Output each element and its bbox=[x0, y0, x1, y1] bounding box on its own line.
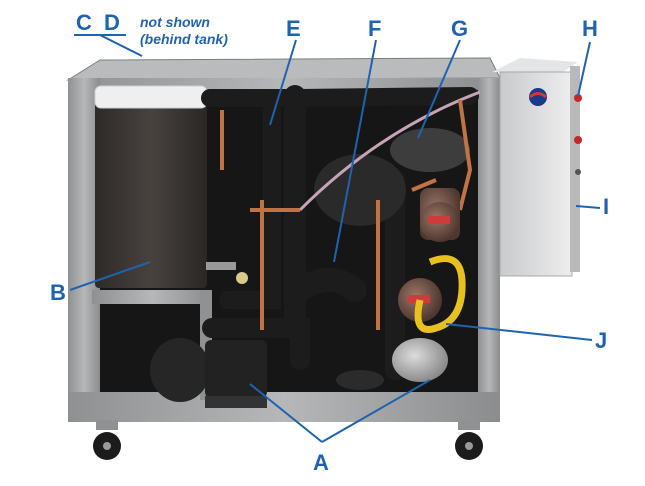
tank-cap bbox=[94, 85, 208, 109]
tank bbox=[94, 85, 248, 288]
frame-right-post bbox=[478, 78, 500, 408]
frame-left-post bbox=[68, 78, 100, 408]
leader-cd bbox=[99, 34, 143, 57]
pipe-evaporator bbox=[288, 268, 367, 302]
tank-body bbox=[95, 92, 207, 288]
leader-i bbox=[575, 205, 601, 209]
copper-line-5 bbox=[458, 99, 473, 211]
leader-lines bbox=[69, 34, 601, 443]
caster-hub-left bbox=[103, 442, 111, 450]
brand-logo-stripe bbox=[529, 92, 547, 99]
refrigerant-line-pink bbox=[298, 90, 481, 212]
leader-g bbox=[417, 39, 461, 139]
frame-bottom-beam bbox=[68, 392, 500, 422]
condenser-coil bbox=[390, 128, 470, 172]
compressor-body bbox=[314, 154, 406, 226]
label-a: A bbox=[313, 450, 329, 475]
pump-housing-right bbox=[392, 338, 448, 382]
motor-body bbox=[205, 340, 267, 398]
leader-a-right bbox=[321, 379, 431, 443]
pipe-left-loop bbox=[219, 101, 281, 309]
frame-lower-divider bbox=[92, 290, 212, 304]
motor-left bbox=[150, 338, 210, 402]
leader-b bbox=[69, 261, 151, 291]
panel-switch-2 bbox=[574, 136, 582, 144]
pipe-lower-elbow bbox=[202, 318, 310, 370]
tank-gauge bbox=[236, 272, 248, 284]
panel-front bbox=[499, 71, 573, 277]
label-c: C bbox=[76, 10, 92, 35]
panel-switch-3 bbox=[575, 169, 581, 175]
leader-h bbox=[577, 41, 591, 97]
leader-f bbox=[333, 39, 377, 263]
note-line-2: (behind tank) bbox=[140, 31, 228, 47]
copper-line-6 bbox=[411, 178, 437, 192]
label-j: J bbox=[595, 328, 608, 353]
caster-mount-right bbox=[458, 420, 480, 430]
leader-j bbox=[445, 323, 593, 341]
panel-switch-1 bbox=[574, 94, 582, 102]
tank-sightglass bbox=[206, 262, 236, 270]
label-f: F bbox=[368, 16, 382, 41]
motor-assembly bbox=[150, 338, 448, 408]
note-line-1: not shown bbox=[140, 14, 210, 30]
yellow-hose bbox=[414, 255, 466, 333]
pump-nameplate bbox=[428, 216, 450, 224]
pumps bbox=[398, 188, 460, 322]
panel-side bbox=[570, 66, 580, 272]
motor-base bbox=[205, 396, 267, 408]
insulated-pipes bbox=[201, 85, 479, 380]
leader-e bbox=[269, 39, 297, 126]
label-i: I bbox=[603, 194, 610, 219]
copper-lines bbox=[220, 99, 473, 330]
control-panel bbox=[492, 58, 582, 277]
brand-logo-icon bbox=[529, 88, 547, 106]
caster-hub-right bbox=[465, 442, 473, 450]
label-b: B bbox=[50, 280, 66, 305]
lower-pump-nameplate bbox=[408, 295, 430, 303]
pump-bottom bbox=[336, 370, 384, 390]
casters bbox=[93, 420, 483, 460]
label-d: D bbox=[104, 10, 120, 35]
condenser-area bbox=[298, 90, 481, 226]
label-g: G bbox=[451, 16, 469, 41]
caster-mount-left bbox=[96, 420, 118, 430]
leader-a-left bbox=[249, 383, 323, 443]
label-e: E bbox=[286, 16, 301, 41]
label-h: H bbox=[582, 16, 598, 41]
panel-top bbox=[492, 58, 578, 74]
pipe-top-horizontal bbox=[201, 87, 479, 107]
